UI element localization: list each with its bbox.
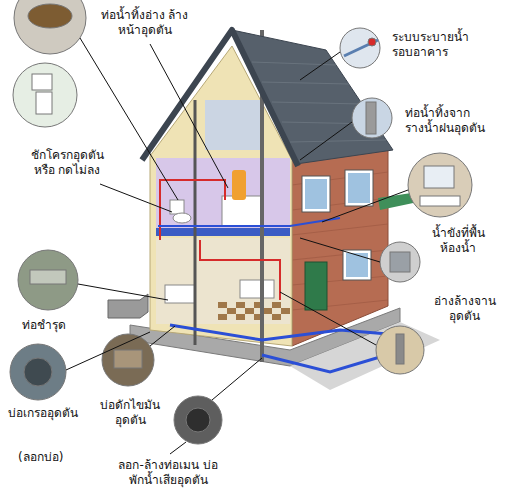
callout-label: ระบบระบายน้ำ รอบอาคาร bbox=[390, 30, 485, 60]
callout-label: บ่อเกรออุดตัน bbox=[6, 406, 80, 421]
callout-label: ท่อชำรุด bbox=[20, 318, 68, 333]
callout-label: (ลอกบ่อ) bbox=[16, 450, 65, 465]
callout-label: ชักโครกอุดตัน หรือ กดไม่ลง bbox=[20, 148, 114, 178]
callout-label: น้ำขังที่พื้น ห้องน้ำ bbox=[424, 226, 492, 256]
callout-label: บ่อดักไขมัน อุดตัน bbox=[94, 398, 166, 428]
callout-label: ท่อน้ำทิ้งอ่าง ล้างหน้าอุดตัน bbox=[98, 8, 191, 38]
callout-label: อ่างล้างจาน อุดตัน bbox=[428, 294, 501, 324]
callout-label: ลอก-ล้างท่อเมน บ่อพักน้ำเสียอุดตัน bbox=[112, 458, 224, 488]
callout-label: ท่อน้ำทิ้งจาก รางน้ำฝนอุดตัน bbox=[403, 106, 500, 136]
